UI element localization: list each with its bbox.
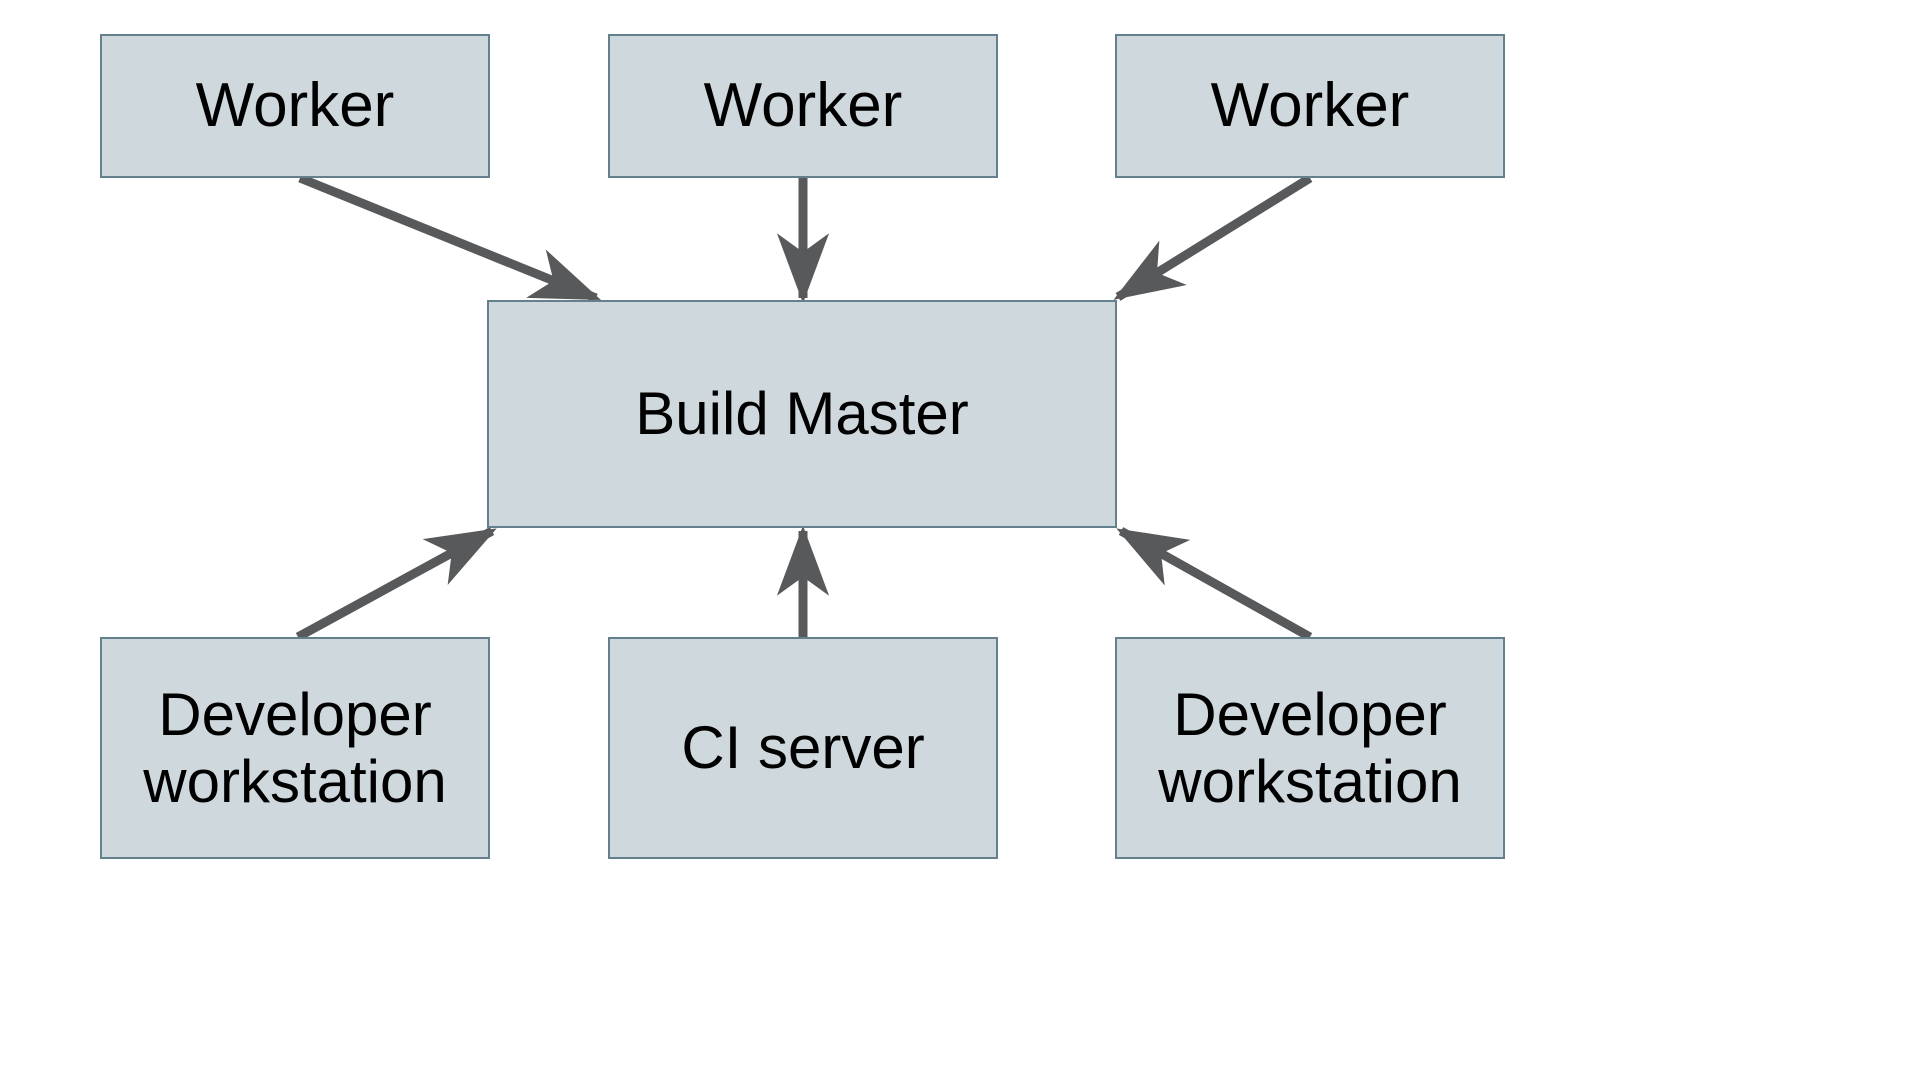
node-build-master-label: Build Master (635, 380, 969, 448)
node-ci-server-label: CI server (681, 714, 925, 782)
node-developer-workstation-2[interactable]: Developer workstation (1115, 637, 1505, 859)
edge-worker-1-to-build-master (298, 173, 602, 303)
node-developer-workstation-2-label: Developer workstation (1158, 680, 1462, 815)
node-worker-3[interactable]: Worker (1115, 34, 1505, 178)
edge-developer-workstation-2-to-build-master (1116, 527, 1313, 641)
node-worker-3-label: Worker (1210, 71, 1410, 141)
node-worker-1[interactable]: Worker (100, 34, 490, 178)
node-worker-2[interactable]: Worker (608, 34, 998, 178)
node-worker-1-label: Worker (195, 71, 395, 141)
edge-worker-3-to-build-master (1113, 174, 1313, 301)
node-developer-workstation-1-label: Developer workstation (143, 680, 447, 815)
node-worker-2-label: Worker (703, 71, 903, 141)
node-build-master[interactable]: Build Master (487, 300, 1117, 528)
edge-developer-workstation-1-to-build-master (295, 527, 497, 641)
node-ci-server[interactable]: CI server (608, 637, 998, 859)
node-developer-workstation-1[interactable]: Developer workstation (100, 637, 490, 859)
